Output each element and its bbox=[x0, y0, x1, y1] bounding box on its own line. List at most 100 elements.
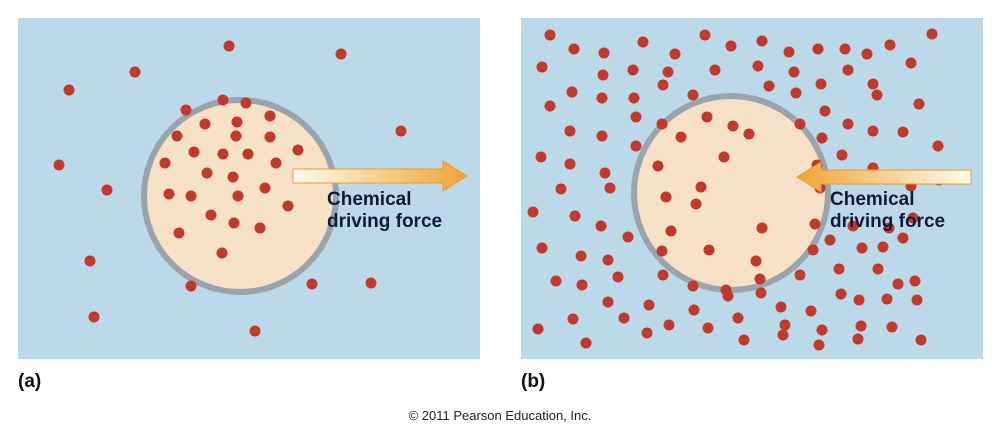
b-particle bbox=[807, 244, 819, 256]
b-particle bbox=[536, 242, 548, 254]
b-particle bbox=[915, 334, 927, 346]
b-particle bbox=[754, 273, 766, 285]
b-particle bbox=[568, 43, 580, 55]
b-particle bbox=[907, 212, 919, 224]
b-particle bbox=[688, 304, 700, 316]
b-particle bbox=[884, 39, 896, 51]
b-particle bbox=[856, 242, 868, 254]
particles-a bbox=[53, 40, 407, 337]
b-particle bbox=[877, 241, 889, 253]
b-particle bbox=[897, 232, 909, 244]
a-particle bbox=[335, 48, 347, 60]
b-particle bbox=[612, 271, 624, 283]
b-particle bbox=[815, 78, 827, 90]
b-particle bbox=[932, 140, 944, 152]
b-particle bbox=[835, 288, 847, 300]
panel-label-a: (a) bbox=[18, 371, 42, 392]
b-particle bbox=[725, 40, 737, 52]
b-particle bbox=[602, 296, 614, 308]
b-particle bbox=[652, 160, 664, 172]
b-particle bbox=[675, 131, 687, 143]
b-particle bbox=[628, 92, 640, 104]
b-particle bbox=[788, 66, 800, 78]
a-particle bbox=[217, 94, 229, 106]
b-particle bbox=[892, 278, 904, 290]
b-particle bbox=[564, 125, 576, 137]
b-particle bbox=[699, 29, 711, 41]
a-particle bbox=[101, 184, 113, 196]
b-particle bbox=[756, 222, 768, 234]
b-particle bbox=[722, 290, 734, 302]
b-particle bbox=[662, 66, 674, 78]
b-particle bbox=[701, 111, 713, 123]
a-particle bbox=[53, 159, 65, 171]
b-particle bbox=[687, 280, 699, 292]
b-particle bbox=[596, 130, 608, 142]
a-particle bbox=[395, 125, 407, 137]
a-particle bbox=[232, 190, 244, 202]
b-particle bbox=[544, 29, 556, 41]
a-particle bbox=[228, 217, 240, 229]
b-particle bbox=[566, 86, 578, 98]
b-particle bbox=[604, 182, 616, 194]
a-particle bbox=[163, 188, 175, 200]
a-particle bbox=[242, 148, 254, 160]
b-particle bbox=[535, 151, 547, 163]
a-particle bbox=[282, 200, 294, 212]
diagram-b: Chemical driving force bbox=[521, 18, 983, 359]
b-particle bbox=[669, 48, 681, 60]
b-particle bbox=[752, 60, 764, 72]
b-particle bbox=[905, 57, 917, 69]
b-particle bbox=[816, 132, 828, 144]
b-particle bbox=[790, 87, 802, 99]
a-particle bbox=[185, 190, 197, 202]
b-particle bbox=[783, 46, 795, 58]
b-particle bbox=[630, 111, 642, 123]
b-particle bbox=[813, 339, 825, 351]
a-particle bbox=[227, 171, 239, 183]
b-particle bbox=[833, 263, 845, 275]
b-particle bbox=[909, 275, 921, 287]
force-label-line2-b: driving force bbox=[830, 211, 945, 232]
a-particle bbox=[84, 255, 96, 267]
b-particle bbox=[709, 64, 721, 76]
panel-label-b: (b) bbox=[521, 371, 546, 392]
a-particle bbox=[292, 144, 304, 156]
b-particle bbox=[911, 294, 923, 306]
a-particle bbox=[205, 209, 217, 221]
a-particle bbox=[306, 278, 318, 290]
b-particle bbox=[727, 120, 739, 132]
b-particle bbox=[665, 225, 677, 237]
a-particle bbox=[249, 325, 261, 337]
b-particle bbox=[695, 181, 707, 193]
a-particle bbox=[63, 84, 75, 96]
b-particle bbox=[702, 322, 714, 334]
b-particle bbox=[599, 167, 611, 179]
b-particle bbox=[824, 234, 836, 246]
b-particle bbox=[544, 100, 556, 112]
b-particle bbox=[755, 287, 767, 299]
b-particle bbox=[527, 206, 539, 218]
b-particle bbox=[779, 319, 791, 331]
b-particle bbox=[598, 47, 610, 59]
b-particle bbox=[630, 140, 642, 152]
b-particle bbox=[847, 220, 859, 232]
diagram-a: Chemical driving force bbox=[18, 18, 480, 359]
b-particle bbox=[657, 79, 669, 91]
a-particle bbox=[216, 247, 228, 259]
a-particle bbox=[264, 131, 276, 143]
a-particle bbox=[201, 167, 213, 179]
a-particle bbox=[270, 157, 282, 169]
panel-a: Chemical driving force bbox=[18, 18, 480, 359]
a-particle bbox=[365, 277, 377, 289]
b-particle bbox=[853, 294, 865, 306]
b-particle bbox=[763, 80, 775, 92]
b-particle bbox=[816, 324, 828, 336]
b-particle bbox=[881, 293, 893, 305]
b-particle bbox=[886, 321, 898, 333]
b-particle bbox=[643, 299, 655, 311]
b-particle bbox=[687, 89, 699, 101]
b-particle bbox=[897, 126, 909, 138]
b-particle bbox=[564, 158, 576, 170]
b-particle bbox=[637, 36, 649, 48]
